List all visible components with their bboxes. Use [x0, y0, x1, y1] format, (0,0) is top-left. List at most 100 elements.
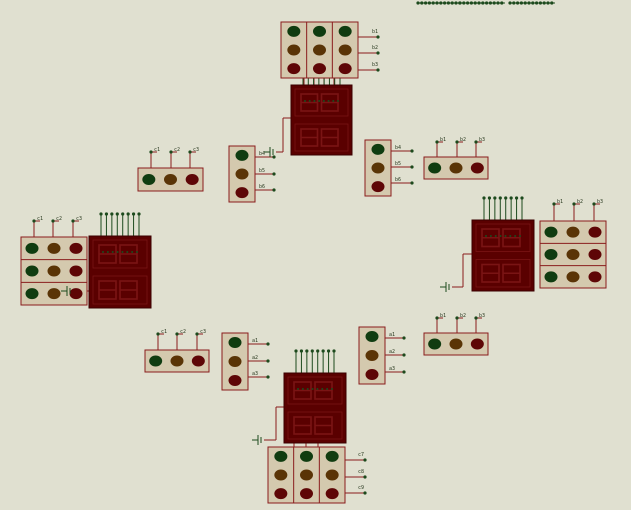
terminal-pin-icon [520, 196, 524, 200]
display-pin [301, 388, 304, 390]
display-pin [331, 388, 333, 390]
terminal-pin-icon [104, 212, 109, 216]
terminal-pin-icon [363, 458, 367, 462]
pin-label: a2 [389, 349, 395, 355]
traffic-lamp [470, 162, 484, 174]
traffic-lamp [449, 338, 463, 350]
pin-label: a3 [252, 371, 258, 377]
display-pin [337, 100, 339, 102]
terminal-pin-icon [482, 196, 486, 200]
display-pin [116, 251, 119, 253]
terminal-pin-icon [272, 155, 276, 159]
terminal-pin-icon [195, 332, 199, 336]
terminal-pin-icon [305, 349, 309, 353]
display-bezel [287, 376, 343, 405]
traffic-lamp [371, 181, 385, 193]
traffic-light-icon[interactable] [423, 332, 489, 356]
traffic-lamp [365, 331, 379, 342]
terminal-pin-icon [493, 196, 497, 200]
terminal-pin-icon [294, 349, 298, 353]
ground-symbol-icon [252, 435, 262, 445]
traffic-lamp [235, 168, 249, 180]
display-bezel [294, 88, 349, 117]
display-pin [318, 100, 321, 102]
traffic-light-icon[interactable] [20, 236, 88, 306]
terminal-pin-icon [332, 349, 336, 353]
terminal-pin-icon [110, 212, 114, 216]
display-pin [111, 251, 114, 253]
traffic-light-icon[interactable] [423, 156, 489, 180]
traffic-light-icon[interactable] [267, 446, 346, 504]
pin-label: c2 [56, 216, 62, 222]
pin-label: c8 [358, 469, 364, 475]
pin-label: b3 [372, 62, 378, 68]
terminal-pin-icon [266, 375, 270, 379]
traffic-lamp [588, 226, 602, 238]
seven-segment-display-icon[interactable] [283, 372, 347, 444]
pin-label: b6 [259, 184, 265, 190]
pin-label: a3 [389, 366, 395, 372]
traffic-light-icon[interactable] [358, 326, 386, 385]
pin-label: c2 [174, 147, 180, 153]
traffic-lamp [588, 271, 602, 283]
traffic-lamp [149, 355, 163, 367]
terminal-pin-icon [376, 51, 380, 55]
traffic-lamp [191, 355, 205, 367]
display-pin [332, 100, 335, 102]
display-pin [485, 235, 487, 237]
traffic-lamp [313, 44, 326, 56]
traffic-lamp [300, 469, 313, 481]
display-pin [489, 235, 492, 237]
terminal-pin-icon [137, 212, 141, 216]
display-pin [499, 235, 502, 237]
traffic-light-icon[interactable] [137, 167, 204, 192]
traffic-lamp [170, 355, 184, 367]
traffic-lamp [544, 226, 558, 238]
pin-label: c2 [180, 329, 186, 335]
traffic-light-icon[interactable] [221, 332, 249, 391]
traffic-lamp [228, 356, 242, 367]
display-pin [126, 251, 129, 253]
display-bezel [294, 123, 349, 152]
traffic-lamp [228, 337, 242, 348]
terminal-pin-icon [316, 349, 320, 353]
traffic-lamp [235, 149, 249, 161]
seven-segment-display-icon[interactable] [290, 84, 353, 156]
traffic-lamp [338, 63, 352, 75]
terminal-pin-icon [498, 196, 502, 200]
traffic-lamp [300, 488, 313, 500]
traffic-lamp [235, 187, 249, 199]
terminal-pin-icon [321, 349, 325, 353]
display-bezel [475, 259, 531, 288]
traffic-lamp [428, 338, 442, 350]
terminal-pin-icon [376, 68, 380, 72]
display-pin [106, 251, 109, 253]
traffic-lamp [371, 162, 385, 174]
pin-label: c9 [358, 485, 364, 491]
traffic-light-icon[interactable] [144, 349, 210, 373]
traffic-light-icon[interactable] [539, 220, 607, 289]
traffic-lamp [371, 143, 385, 155]
display-pin [327, 100, 330, 102]
terminal-pin-icon [572, 202, 576, 206]
traffic-light-icon[interactable] [280, 21, 359, 79]
seven-segment-display-icon[interactable] [88, 235, 152, 309]
terminal-pin-icon [188, 150, 192, 154]
traffic-lamp [228, 375, 242, 386]
traffic-lamp [588, 249, 602, 260]
terminal-pin-icon [363, 475, 367, 479]
traffic-light-icon[interactable] [228, 145, 256, 203]
traffic-light-icon[interactable] [364, 139, 392, 197]
pin-label: b5 [395, 161, 401, 167]
pin-label: b3 [479, 313, 485, 319]
traffic-lamp [47, 265, 61, 277]
traffic-lamp [313, 25, 326, 37]
display-pin [306, 388, 309, 390]
seven-segment-display-icon[interactable] [471, 219, 535, 292]
component-layer [20, 21, 607, 504]
traffic-lamp [325, 469, 339, 481]
terminal-pin-icon [272, 172, 276, 176]
display-pin [121, 251, 124, 253]
